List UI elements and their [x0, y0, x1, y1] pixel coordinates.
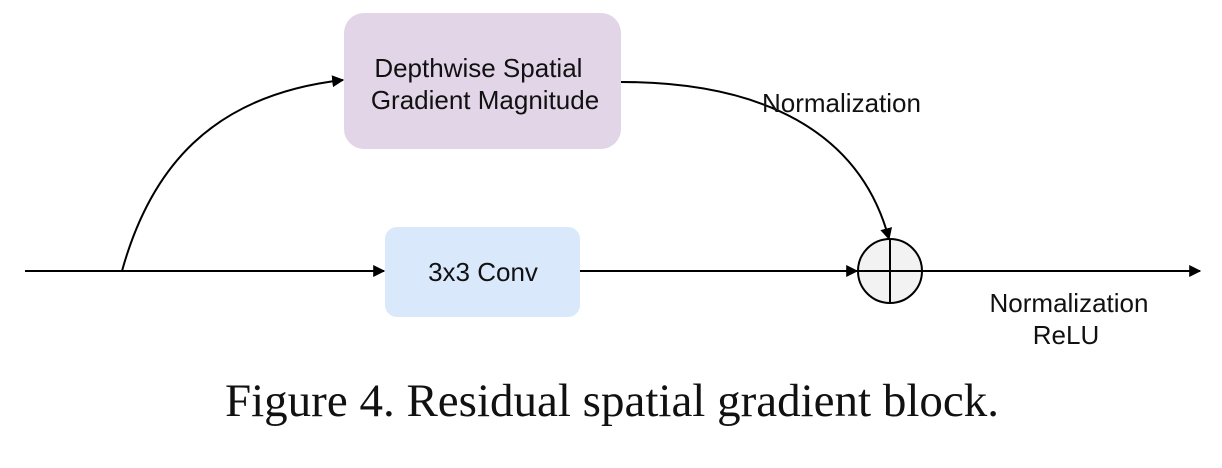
output-normalization-label: Normalization [990, 288, 1149, 318]
upper-normalization-label: Normalization [762, 88, 921, 118]
figure-caption: Figure 4. Residual spatial gradient bloc… [225, 375, 999, 427]
conv-label: 3x3 Conv [428, 257, 538, 287]
conv-box [385, 227, 580, 317]
output-relu-label: ReLU [1033, 320, 1099, 350]
branch-edge [121, 75, 345, 272]
svg-text:Depthwise Spatial Gradient: Depthwise Spatial Gradient Magnitude [371, 53, 599, 115]
gradient-magnitude-box [344, 13, 621, 149]
gradient-box-line-1: Depthwise Spatial [374, 53, 582, 83]
gradient-to-sum-edge [620, 81, 893, 241]
sum-node [857, 238, 923, 304]
gradient-box-line-2: Gradient Magnitude [371, 85, 599, 115]
